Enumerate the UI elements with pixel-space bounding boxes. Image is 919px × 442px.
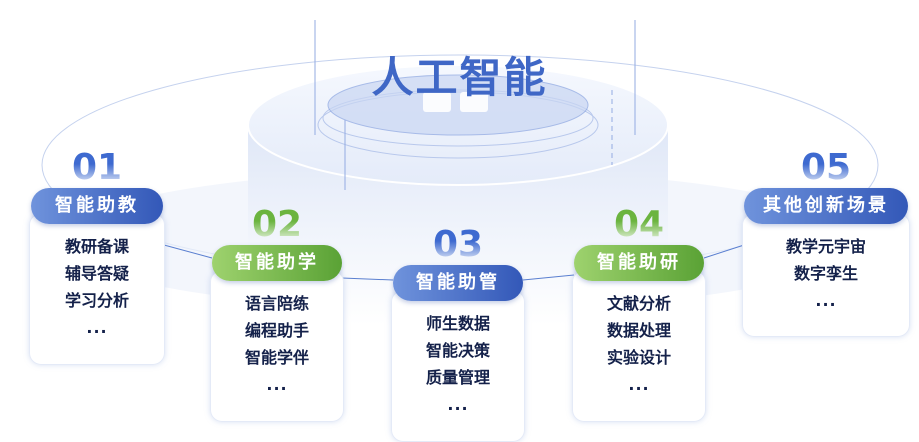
module-items: 教研备课辅导答疑学习分析... [27, 233, 167, 341]
module-number: 04 [589, 205, 689, 245]
module-items: 语言陪练编程助手智能学伴... [207, 290, 347, 398]
more-indicator: ... [447, 395, 469, 414]
module-card [742, 213, 910, 337]
module-items: 教学元宇宙数字孪生... [756, 233, 896, 314]
module-number: 05 [776, 148, 876, 188]
module-item: 学习分析 [64, 291, 129, 310]
module-item: 辅导答疑 [64, 264, 129, 283]
module-item: 师生数据 [425, 314, 490, 333]
module-label[interactable]: 智能助管 [393, 265, 523, 301]
module-label[interactable]: 智能助学 [212, 245, 342, 281]
module-items: 文献分析数据处理实验设计... [569, 290, 709, 398]
module-items: 师生数据智能决策质量管理... [388, 310, 528, 418]
module-number: 03 [408, 225, 508, 265]
more-indicator: ... [266, 375, 288, 394]
module-number: 02 [227, 205, 327, 245]
module-item: 编程助手 [244, 321, 309, 340]
module-label[interactable]: 其他创新场景 [744, 188, 908, 224]
module-label[interactable]: 智能助教 [31, 188, 163, 224]
module-item: 文献分析 [606, 294, 671, 313]
page-title: 人工智能 [371, 53, 548, 102]
module-number: 01 [47, 148, 147, 188]
module-label[interactable]: 智能助研 [574, 245, 704, 281]
more-indicator: ... [628, 375, 650, 394]
module-item: 实验设计 [606, 348, 671, 367]
module-item: 质量管理 [425, 368, 490, 387]
module-item: 智能学伴 [244, 348, 309, 367]
more-indicator: ... [815, 291, 837, 310]
module-item: 数据处理 [606, 321, 671, 340]
module-card [391, 290, 525, 442]
module-item: 语言陪练 [244, 294, 309, 313]
module-card [572, 270, 706, 422]
module-item: 数字孪生 [793, 264, 858, 283]
module-item: 教学元宇宙 [785, 237, 866, 256]
more-indicator: ... [86, 318, 108, 337]
module-item: 教研备课 [64, 237, 129, 256]
module-item: 智能决策 [425, 341, 490, 360]
